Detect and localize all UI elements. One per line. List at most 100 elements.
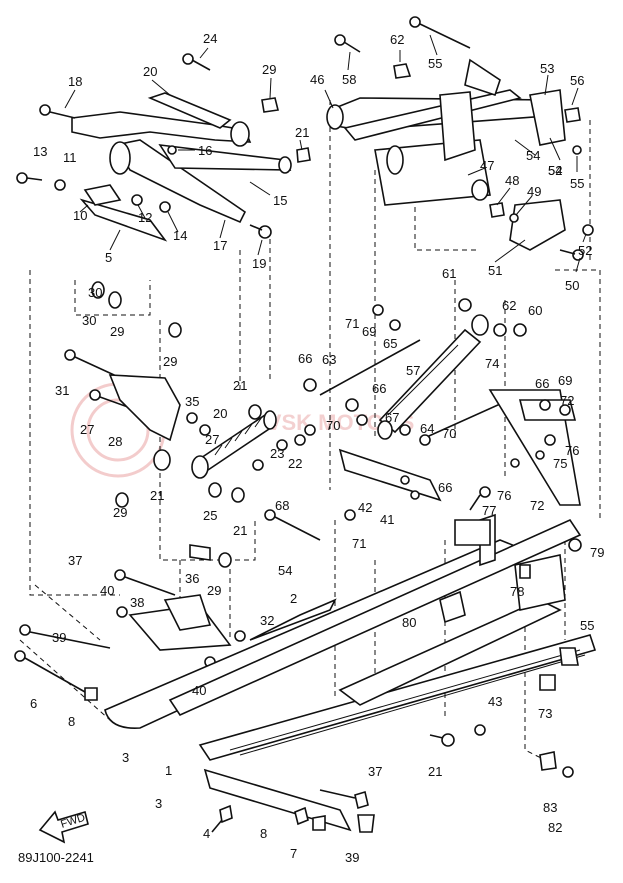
callout-57: 55 xyxy=(428,56,442,71)
callout-58: 56 xyxy=(570,73,584,88)
callout-40a: 40 xyxy=(100,583,114,598)
front-arm-assembly xyxy=(16,53,311,242)
callout-47: 49 xyxy=(527,184,541,199)
fwd-arrow-icon: FWD xyxy=(38,810,89,844)
callout-69a: 69 xyxy=(362,324,376,339)
callout-38: 39 xyxy=(52,630,66,645)
callout-37: 37 xyxy=(368,764,382,779)
callout-16b: 19 xyxy=(252,256,266,271)
callout-74: 73 xyxy=(538,706,552,721)
callout-19: 21 xyxy=(295,125,309,140)
callout-labels: 2 24 20 18 29 21 16 13 11 15 14 12 10 17… xyxy=(30,31,604,861)
callout-79: 78 xyxy=(510,584,524,599)
callout-18: 21 xyxy=(428,764,442,779)
callout-76b: 76 xyxy=(497,488,511,503)
slide-rails xyxy=(104,513,597,832)
callout-70a: 70 xyxy=(326,418,340,433)
callout-70b: 70 xyxy=(442,426,456,441)
middle-links xyxy=(276,298,581,521)
shock-absorber-rear xyxy=(377,314,489,440)
callout-41: 41 xyxy=(380,512,394,527)
callout-68: 68 xyxy=(275,498,289,513)
callout-66b: 66 xyxy=(298,351,312,366)
callout-62b: 62 xyxy=(502,298,516,313)
callout-73: 72 xyxy=(530,498,544,513)
callout-43: 43 xyxy=(488,694,502,709)
callout-83: 83 xyxy=(543,800,557,815)
callout-62a: 61 xyxy=(442,266,456,281)
callout-4: 4 xyxy=(203,826,210,841)
callout-66c: 66 xyxy=(535,376,549,391)
callout-15: 17 xyxy=(213,238,227,253)
callout-51: 53 xyxy=(540,61,554,76)
callout-60: 58 xyxy=(342,72,356,87)
callout-29-d: 29 xyxy=(207,583,221,598)
shock-absorber-front xyxy=(191,410,277,479)
diagram-code: 89J100-2241 xyxy=(18,850,94,865)
callout-35: 37 xyxy=(68,553,82,568)
callout-39: 39 xyxy=(345,850,359,865)
callout-42: 42 xyxy=(358,500,372,515)
callout-66a: 65 xyxy=(383,336,397,351)
callout-59: 57 xyxy=(406,363,420,378)
callout-61: 60 xyxy=(528,303,542,318)
callout-40b: 40 xyxy=(192,683,206,698)
callout-81: 80 xyxy=(402,615,416,630)
callout-27: 27 xyxy=(205,432,219,447)
callout-12: 14 xyxy=(173,228,187,243)
callout-5: 5 xyxy=(105,250,112,265)
callout-10b: 12 xyxy=(138,210,152,225)
callout-6: 6 xyxy=(30,696,37,711)
callout-3b: 3 xyxy=(155,796,162,811)
callout-30: 30 xyxy=(88,285,102,300)
callout-8b: 8 xyxy=(260,826,267,841)
callout-13: 15 xyxy=(273,193,287,208)
callout-21a: 21 xyxy=(233,378,247,393)
callout-17: 20 xyxy=(143,64,157,79)
callout-48: 50 xyxy=(565,278,579,293)
callout-10a: 11 xyxy=(63,150,77,165)
callout-50: 52 xyxy=(578,243,592,258)
callout-72a: 71 xyxy=(345,316,359,331)
callout-21b: 21 xyxy=(150,488,164,503)
callout-75: 74 xyxy=(485,356,499,371)
callout-29-b: 29 xyxy=(163,354,177,369)
callout-11: 13 xyxy=(33,144,47,159)
callout-49: 51 xyxy=(488,263,502,278)
callout-22: 23 xyxy=(270,446,284,461)
callout-26: 29 xyxy=(262,62,276,77)
callout-45: 47 xyxy=(480,158,494,173)
callout-80: 79 xyxy=(590,545,604,560)
callout-33: 35 xyxy=(185,394,199,409)
callout-34: 36 xyxy=(185,571,199,586)
lower-axle-assembly xyxy=(14,569,246,701)
callout-78: 76 xyxy=(565,443,579,458)
callout-28: 28 xyxy=(108,434,122,449)
callout-56: 54 xyxy=(526,148,540,163)
callout-21c: 22 xyxy=(288,456,302,471)
callout-65: 64 xyxy=(420,421,434,436)
callout-67a: 66 xyxy=(372,381,386,396)
callout-54: 54 xyxy=(278,563,292,578)
callout-69b: 69 xyxy=(558,373,572,388)
callout-29-a: 29 xyxy=(110,324,124,339)
callout-71: 71 xyxy=(352,536,366,551)
callout-72b: 72 xyxy=(560,393,574,408)
callout-31: 31 xyxy=(55,383,69,398)
callout-46: 48 xyxy=(505,173,519,188)
callout-14: 16 xyxy=(198,143,212,158)
callout-36: 38 xyxy=(130,595,144,610)
callout-64: 63 xyxy=(322,352,336,367)
callout-25: 27 xyxy=(80,422,94,437)
callout-77: 77 xyxy=(482,503,496,518)
callout-20: 20 xyxy=(213,406,227,421)
bottom-hardware xyxy=(211,538,582,833)
callout-53: 55 xyxy=(570,176,584,191)
callout-67b: 67 xyxy=(385,410,399,425)
callout-21d: 21 xyxy=(233,523,247,538)
leader-lines xyxy=(64,34,587,273)
callout-32: 32 xyxy=(260,613,274,628)
